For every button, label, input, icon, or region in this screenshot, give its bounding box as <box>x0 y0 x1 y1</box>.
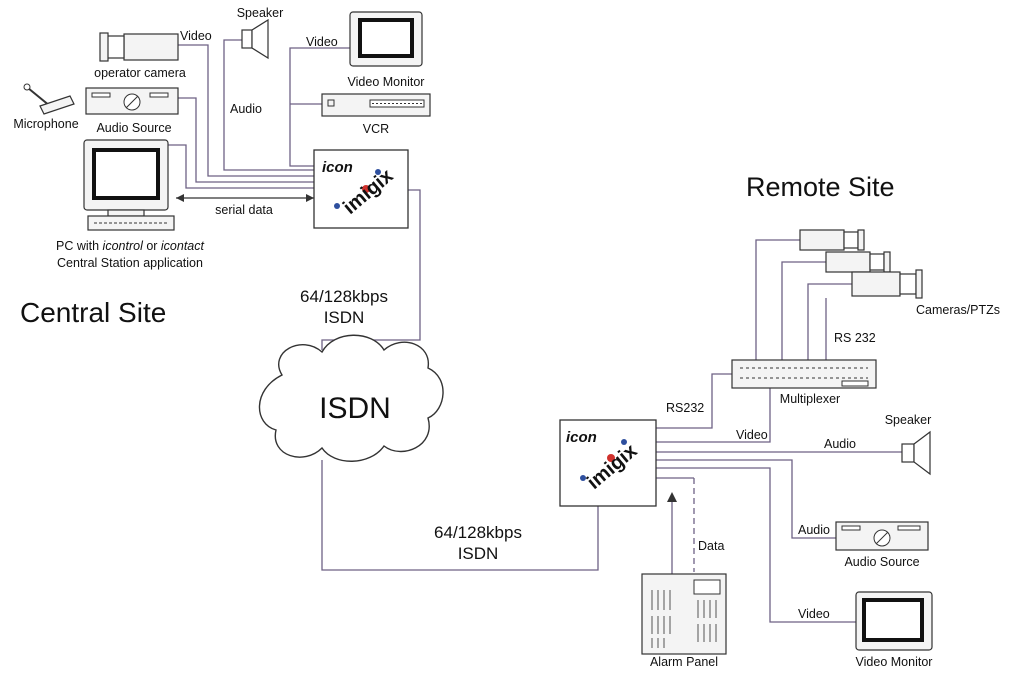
central-pc <box>83 139 175 231</box>
remote-audio-source <box>835 521 929 551</box>
link-bottom-rate: 64/128kbps <box>434 523 522 542</box>
remote-audio-source-wire <box>656 459 836 539</box>
rs232-mux-label: RS232 <box>666 401 704 415</box>
central-site-title: Central Site <box>20 297 166 328</box>
central-video-monitor <box>349 11 423 67</box>
speaker-icon <box>901 443 915 463</box>
central-video-monitor-label: Video Monitor <box>348 75 425 89</box>
camera1-wire <box>755 239 800 360</box>
central-audio-source-label: Audio Source <box>96 121 171 135</box>
brand-prefix: icon <box>566 429 597 446</box>
central-monitor-video-label: Video <box>306 35 338 49</box>
imigix-box <box>559 419 657 507</box>
camera3-wire <box>807 283 852 360</box>
remote-speaker <box>901 430 931 476</box>
serial-arrow-left-icon <box>176 194 184 202</box>
vcr <box>321 93 431 117</box>
central-speaker <box>241 18 269 60</box>
mux-video-label: Video <box>736 428 768 442</box>
labels: Central Site Remote Site ISDN 64/128kbps… <box>13 6 1000 669</box>
remote-speaker-audio-label: Audio <box>824 437 856 451</box>
remote-source-audio-label: Audio <box>798 523 830 537</box>
central-wires <box>168 39 421 350</box>
data-label: Data <box>698 539 724 553</box>
central-speaker-label: Speaker <box>237 6 284 20</box>
isdn-cloud-label: ISDN <box>319 392 391 425</box>
link-bottom-type: ISDN <box>458 544 499 563</box>
rs232-cameras-label: RS 232 <box>834 331 876 345</box>
remote-wires <box>321 239 902 623</box>
speaker-audio-wire <box>223 39 318 171</box>
central-audio-label: Audio <box>230 102 262 116</box>
microphone-icon <box>27 87 51 107</box>
remote-monitor-wire <box>656 467 856 623</box>
central-imigix-unit: icon imigix <box>313 149 409 229</box>
microphone-label: Microphone <box>13 117 78 131</box>
brand-red-dot <box>607 454 615 462</box>
monitor-video-wire <box>289 47 350 167</box>
pc-label-line1: PC with icontrol or icontact <box>56 239 205 253</box>
remote-cameras <box>799 229 923 299</box>
camera-lens-rim-icon <box>99 32 109 62</box>
brand-prefix: icon <box>322 159 353 176</box>
cameras-label: Cameras/PTZs <box>916 303 1000 317</box>
camera-video-wire <box>178 44 318 177</box>
remote-monitor-video-label: Video <box>798 607 830 621</box>
microphone <box>23 83 75 115</box>
serial-arrow-right-icon <box>306 194 314 202</box>
brand-red-dot <box>362 185 370 193</box>
vcr-label: VCR <box>363 122 389 136</box>
remote-video-monitor-label: Video Monitor <box>856 655 933 669</box>
central-audio-source <box>85 87 179 115</box>
camera-icon <box>851 269 923 299</box>
imigix-box <box>313 149 409 229</box>
remote-video-monitor <box>855 591 933 651</box>
camera-lens-icon <box>105 35 125 59</box>
remote-speaker-label: Speaker <box>885 413 932 427</box>
camera2-wire <box>781 261 826 360</box>
pc-label-line2: Central Station application <box>57 256 203 270</box>
central-isdn-wire <box>321 189 421 350</box>
mux-rs232-wire <box>656 373 732 429</box>
multiplexer <box>731 359 877 389</box>
central-camera-video-label: Video <box>180 29 212 43</box>
alarm-panel-label: Alarm Panel <box>650 655 718 669</box>
operator-camera-label: operator camera <box>94 66 186 80</box>
link-top-type: ISDN <box>324 308 365 327</box>
remote-site-title: Remote Site <box>746 172 895 202</box>
camera-icon <box>799 229 865 251</box>
camera-icon <box>825 251 891 273</box>
alarm-data-arrow-icon <box>667 492 677 502</box>
cloud-icon <box>258 334 444 462</box>
multiplexer-label: Multiplexer <box>780 392 840 406</box>
remote-imigix-unit: icon imigix <box>559 419 657 507</box>
remote-isdn-wire <box>321 460 599 571</box>
mux-video-wire <box>656 388 771 443</box>
remote-audio-source-label: Audio Source <box>844 555 919 569</box>
audio-source-wire <box>178 97 318 183</box>
operator-camera <box>99 32 179 62</box>
serial-data-label: serial data <box>215 203 273 217</box>
speaker-icon <box>241 29 253 49</box>
pc-wire <box>168 144 318 189</box>
alarm-panel <box>641 573 727 655</box>
link-top-rate: 64/128kbps <box>300 287 388 306</box>
camera-body-icon <box>123 33 179 61</box>
isdn-cloud <box>258 334 444 462</box>
